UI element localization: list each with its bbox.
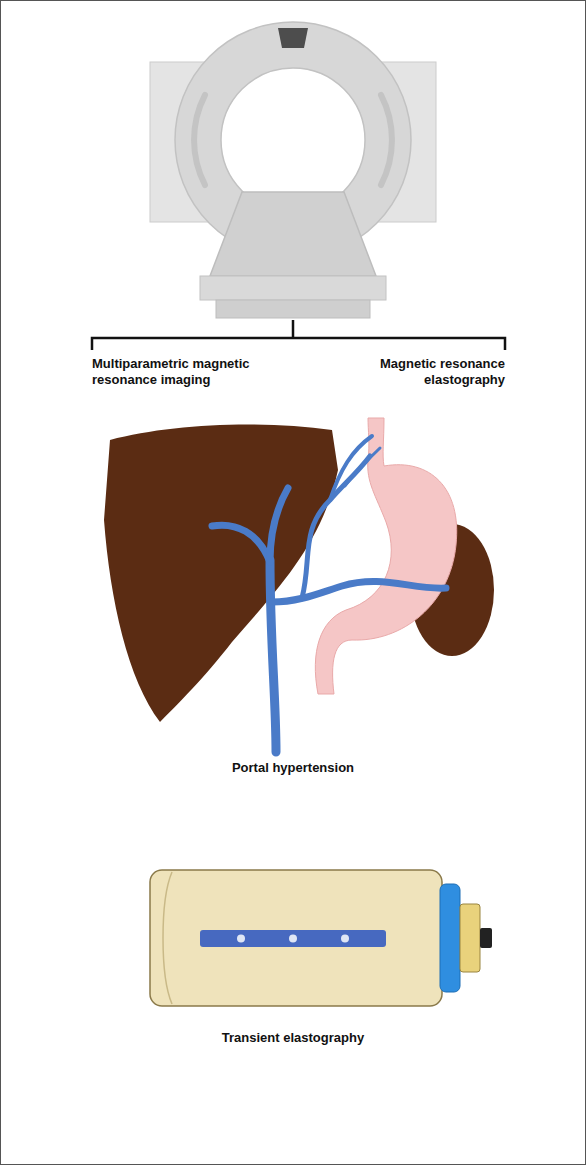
- mri-scanner: [150, 22, 436, 318]
- modality-label: Multiparametric magnetic resonance imagi…: [92, 356, 280, 389]
- portal-hypertension-illustration: [104, 418, 494, 752]
- illustration-caption: Portal hypertension: [143, 760, 443, 776]
- bracket: [92, 320, 505, 350]
- illustration-caption: Transient elastography: [143, 1030, 443, 1046]
- elastography-probe: [150, 870, 492, 1006]
- modality-label: Magnetic resonance elastography: [327, 356, 505, 389]
